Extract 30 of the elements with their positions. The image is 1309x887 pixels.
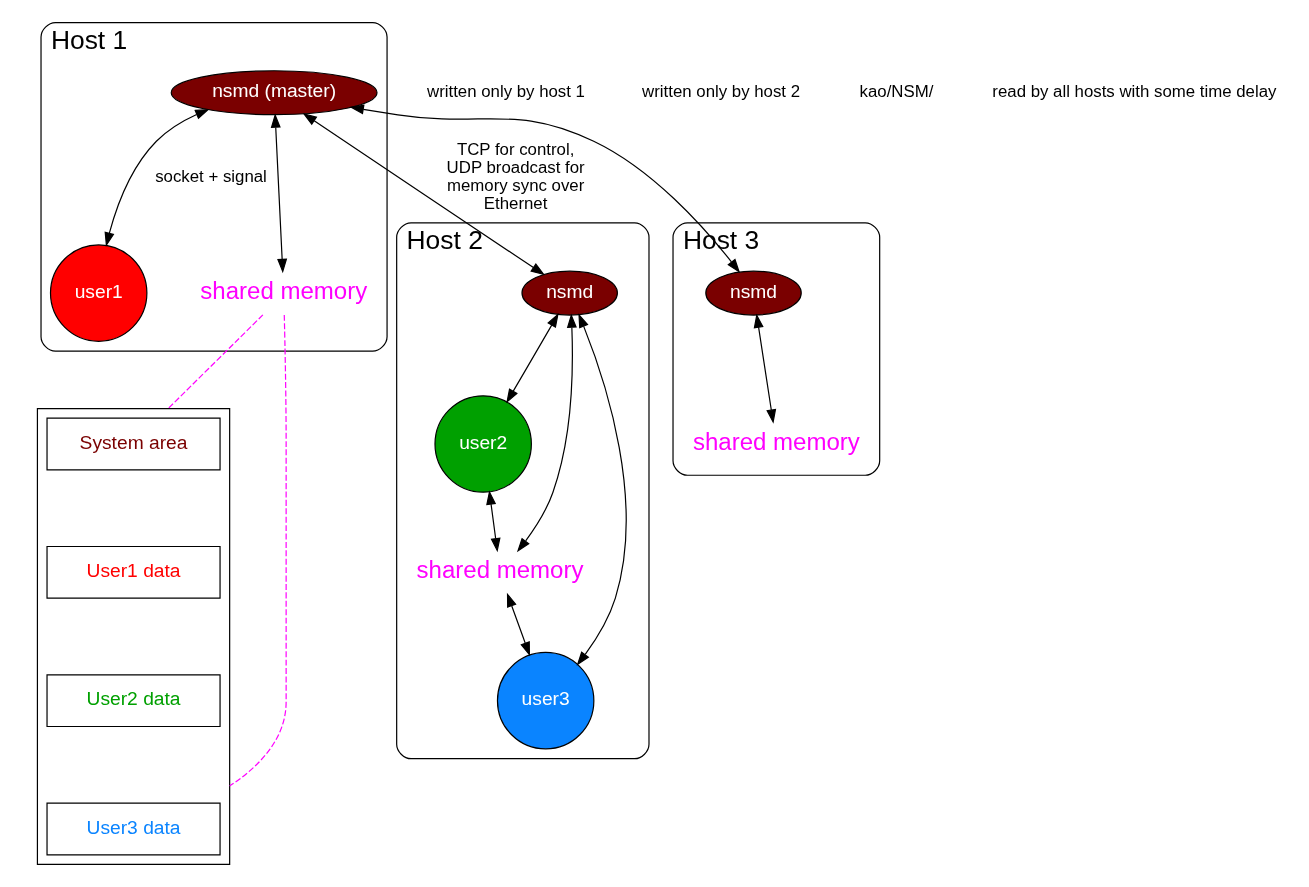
node-circle: user2 (433, 395, 532, 493)
arrow (576, 313, 627, 666)
node-box: User2 data (45, 674, 221, 728)
arrow (270, 113, 287, 274)
label: written only by host 2 (641, 82, 800, 102)
node-text: shared memory (199, 277, 367, 305)
node-circle: user1 (49, 244, 147, 342)
edge-label: socket + signal (154, 166, 267, 186)
arrow (516, 313, 577, 553)
node-ellipse: nsmd (704, 270, 802, 316)
node-box: System area (45, 417, 221, 471)
connector (228, 314, 287, 787)
node-text: shared memory (416, 556, 583, 584)
node-ellipse: nsmd (520, 270, 618, 316)
edge-label: TCP for control, UDP broadcast for memory sync over Ethernet (446, 139, 585, 213)
label: kao/NSM/ (859, 82, 933, 102)
arrow (485, 490, 501, 553)
label: read by all hosts with some time delay (991, 82, 1276, 102)
node-box: User1 data (45, 545, 221, 599)
connector (167, 314, 263, 410)
arrow (302, 112, 545, 276)
arrow (753, 313, 776, 424)
arrow (104, 109, 210, 247)
arrow (506, 592, 530, 657)
arrow (505, 313, 559, 404)
arrow (349, 104, 740, 274)
cluster (36, 407, 230, 866)
node-text: shared memory (692, 428, 860, 456)
label: written only by host 1 (426, 82, 585, 102)
node-box: User3 data (45, 802, 221, 856)
